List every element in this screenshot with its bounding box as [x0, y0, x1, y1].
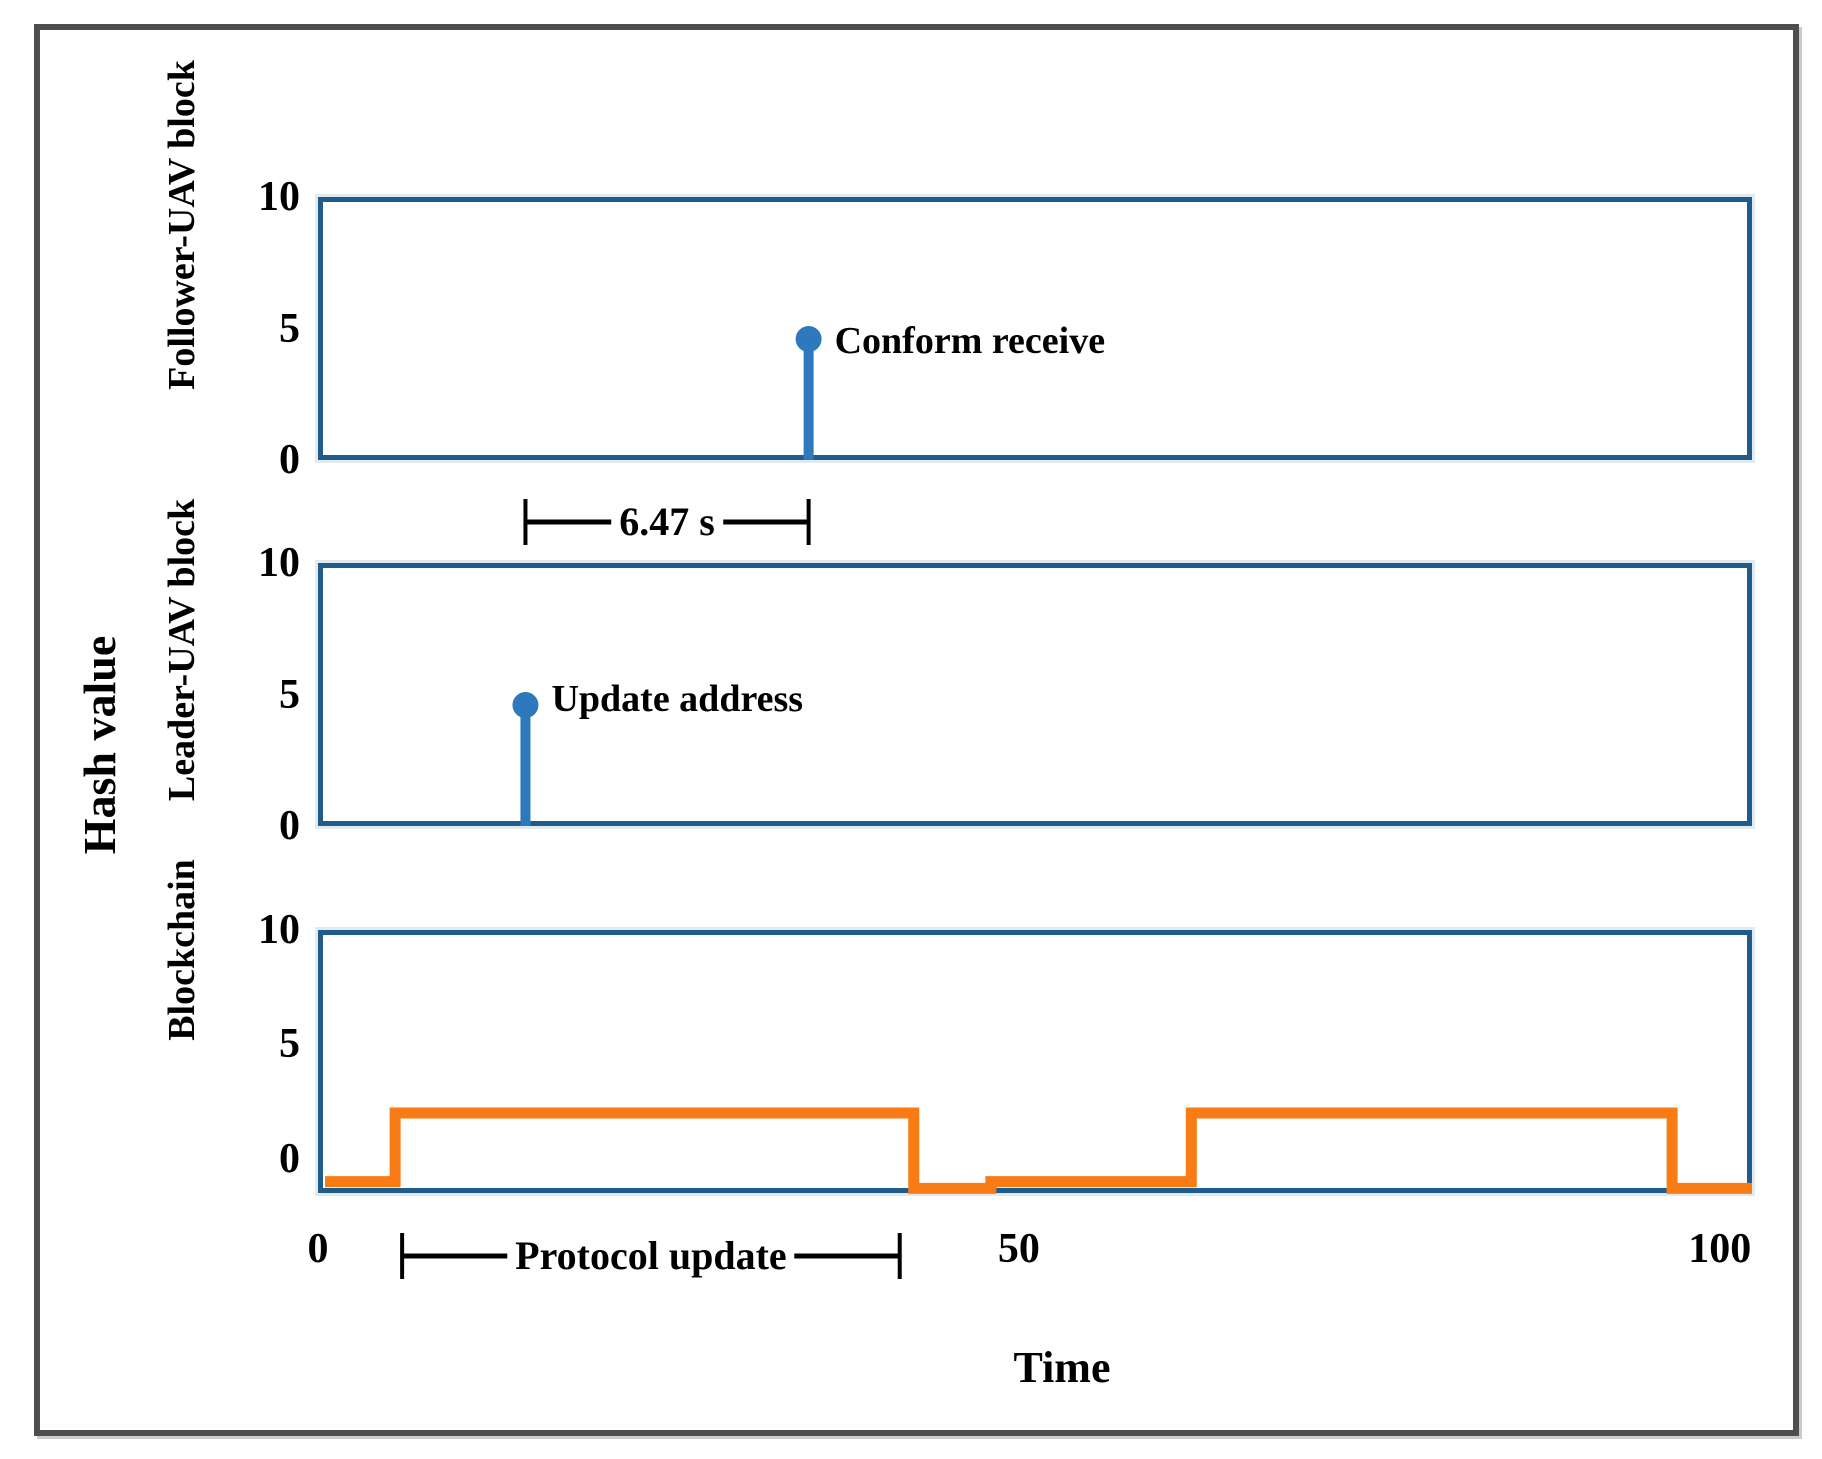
- update-address-annotation: Update address: [551, 678, 804, 721]
- stem-marker: [795, 326, 822, 353]
- ytick-label: 10: [258, 174, 300, 220]
- ytick-label: 0: [279, 437, 300, 483]
- leader-uav-panel: [318, 563, 1752, 826]
- xtick-label: 100: [1688, 1226, 1752, 1272]
- xtick-label: 0: [307, 1226, 329, 1272]
- ytick-label: 0: [279, 803, 300, 849]
- conform-receive-annotation: Conform receive: [834, 320, 1106, 363]
- ytick-label: 5: [279, 671, 300, 718]
- ytick-label: 5: [279, 305, 300, 352]
- x-axis-label: Time: [1013, 1343, 1111, 1392]
- protocol-update-label: Protocol update: [507, 1236, 795, 1276]
- ytick-label: 10: [258, 540, 300, 586]
- ytick-label: 0: [279, 1135, 300, 1182]
- interval-duration-label: 6.47 s: [611, 502, 723, 542]
- follower-uav-panel: [318, 197, 1752, 460]
- ytick-label: 5: [279, 1021, 300, 1068]
- blockchain-panel: [318, 930, 1752, 1193]
- stem-marker: [512, 692, 539, 719]
- ytick-label: 10: [258, 907, 300, 953]
- xtick-label: 50: [997, 1226, 1040, 1272]
- figure-frame: [34, 24, 1799, 1436]
- blockchain-step-line: [325, 1107, 1752, 1194]
